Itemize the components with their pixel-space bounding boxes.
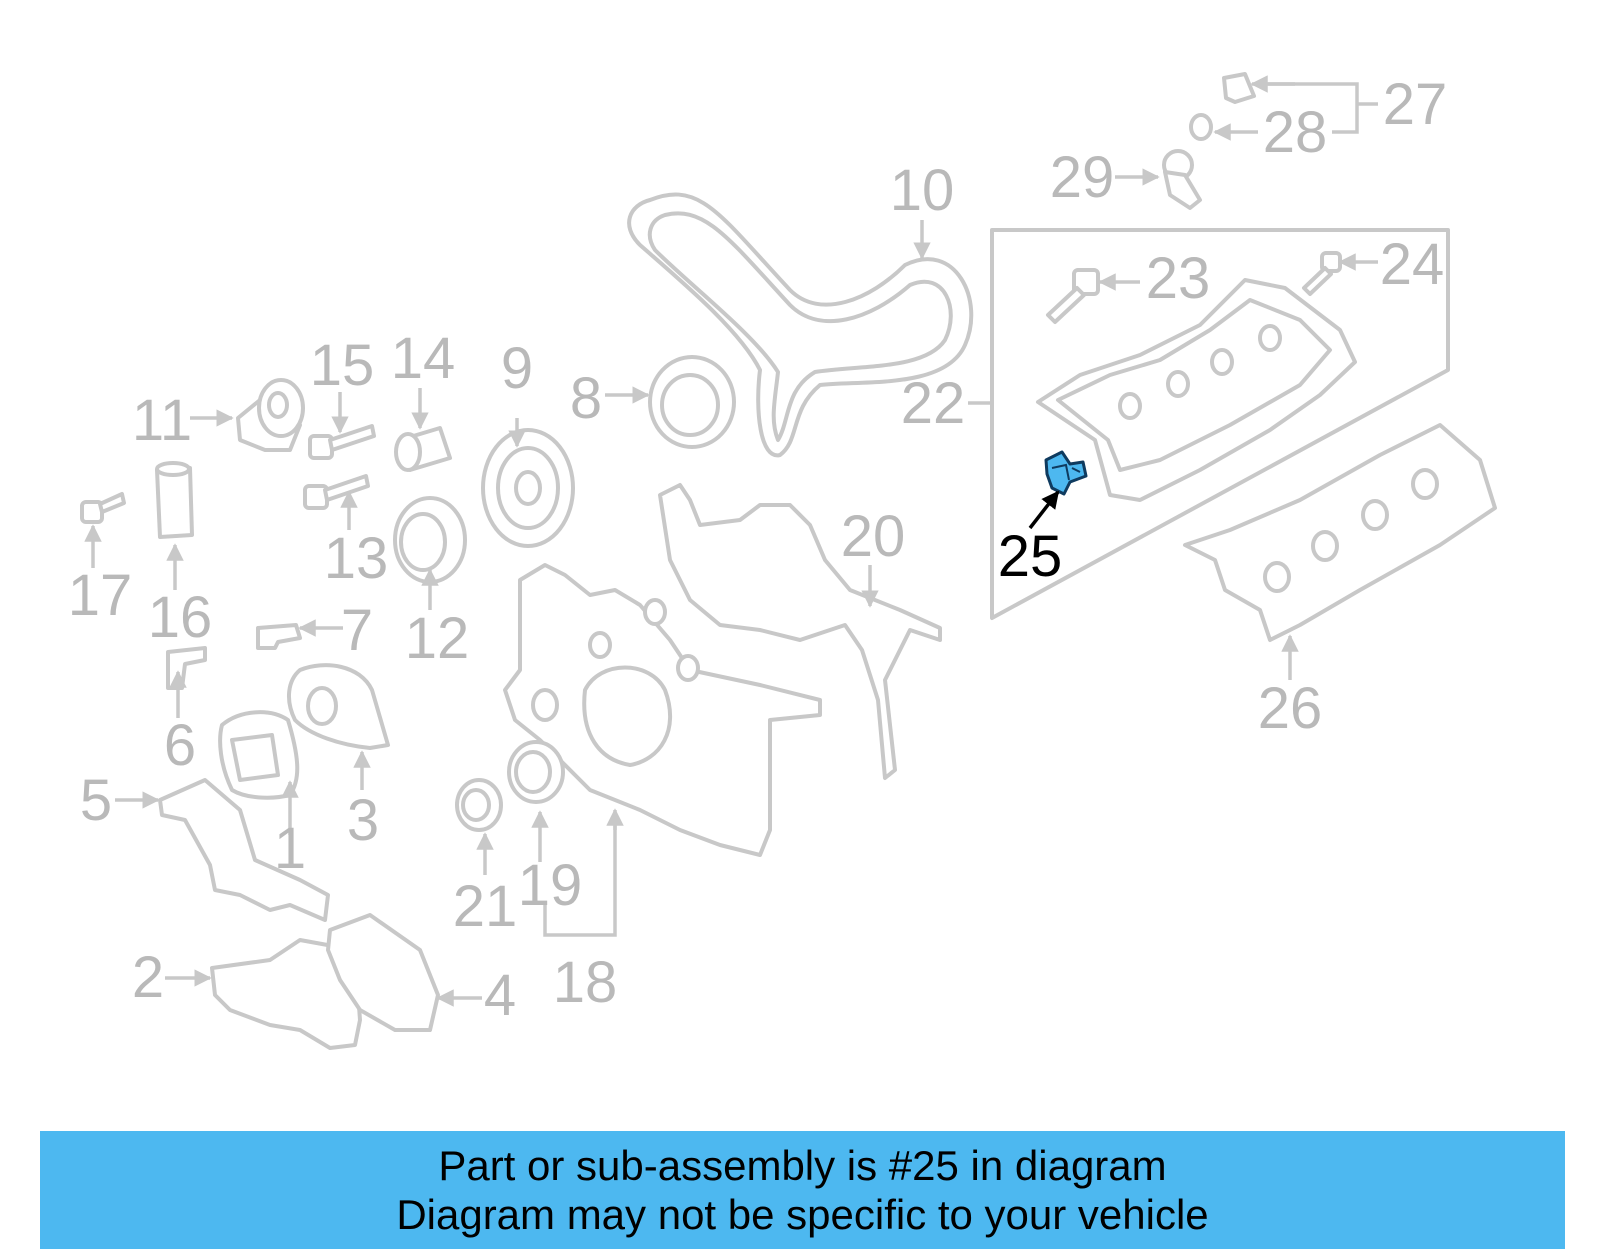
bolt-13-part bbox=[303, 474, 370, 510]
callout-24: 24 bbox=[1380, 232, 1445, 297]
callout-8: 8 bbox=[570, 366, 602, 431]
valve-cover-gasket-part bbox=[1183, 423, 1497, 642]
part-info-banner: Part or sub-assembly is #25 in diagram D… bbox=[40, 1131, 1565, 1249]
cover-1-part bbox=[218, 710, 300, 800]
callout-23: 23 bbox=[1146, 246, 1211, 311]
callout-16: 16 bbox=[148, 585, 213, 650]
callout-19: 19 bbox=[518, 853, 583, 918]
seal-21-part bbox=[455, 778, 503, 832]
crank-sprocket-part bbox=[648, 355, 736, 449]
valve-cover-part bbox=[1036, 278, 1357, 502]
bolt-23-part bbox=[1046, 268, 1100, 324]
callout-13: 13 bbox=[324, 526, 389, 591]
callout-25: 25 bbox=[998, 524, 1063, 589]
callout-10: 10 bbox=[890, 158, 955, 223]
callout-1: 1 bbox=[274, 816, 306, 881]
highlighted-part-25[interactable] bbox=[1044, 450, 1088, 496]
connector-27-part bbox=[1222, 72, 1256, 104]
gasket-20-part bbox=[658, 483, 942, 780]
timing-belt-part bbox=[627, 192, 974, 458]
o-ring-28-part bbox=[1189, 113, 1213, 141]
bracket-7-part bbox=[256, 623, 302, 650]
callout-9: 9 bbox=[501, 336, 533, 401]
bolt-24-part bbox=[1302, 251, 1342, 296]
callout-6: 6 bbox=[164, 713, 196, 778]
callout-2: 2 bbox=[132, 945, 164, 1010]
sensor-29-part bbox=[1162, 149, 1202, 210]
front-case-18-part bbox=[503, 563, 822, 857]
banner-line-disclaimer: Diagram may not be specific to your vehi… bbox=[396, 1191, 1209, 1238]
cover-3-part bbox=[287, 663, 390, 750]
callout-15: 15 bbox=[310, 333, 375, 398]
bolt-15-part bbox=[308, 424, 376, 460]
callout-22: 22 bbox=[901, 371, 966, 436]
valve-cover-assembly-frame bbox=[990, 228, 1450, 620]
cover-2-part bbox=[210, 938, 362, 1050]
callout-12: 12 bbox=[405, 606, 470, 671]
cover-5-part bbox=[158, 778, 330, 922]
banner-line-part: Part or sub-assembly is #25 in diagram bbox=[438, 1142, 1167, 1189]
callout-28: 28 bbox=[1263, 100, 1328, 165]
bracket-6-part bbox=[166, 646, 207, 690]
callout-11: 11 bbox=[132, 388, 192, 453]
callout-20: 20 bbox=[841, 504, 906, 569]
callout-5: 5 bbox=[80, 768, 112, 833]
callout-29: 29 bbox=[1050, 145, 1115, 210]
pin-16-part bbox=[155, 461, 194, 539]
callout-26: 26 bbox=[1258, 676, 1323, 741]
seal-19-part bbox=[507, 740, 565, 804]
callout-27: 27 bbox=[1383, 72, 1448, 137]
callout-21: 21 bbox=[453, 874, 518, 939]
bushing-14-part bbox=[394, 426, 452, 472]
tensioner-idler-part bbox=[236, 378, 305, 452]
callout-4: 4 bbox=[484, 963, 516, 1028]
callout-7: 7 bbox=[341, 598, 373, 663]
callout-3: 3 bbox=[347, 788, 379, 853]
callout-17: 17 bbox=[68, 563, 133, 628]
pulley-12-part bbox=[393, 496, 467, 584]
callout-14: 14 bbox=[391, 326, 456, 391]
callout-18: 18 bbox=[553, 950, 618, 1015]
bolt-17-part bbox=[80, 492, 126, 524]
cam-gear-part bbox=[481, 428, 575, 548]
cover-4-part bbox=[326, 913, 440, 1032]
